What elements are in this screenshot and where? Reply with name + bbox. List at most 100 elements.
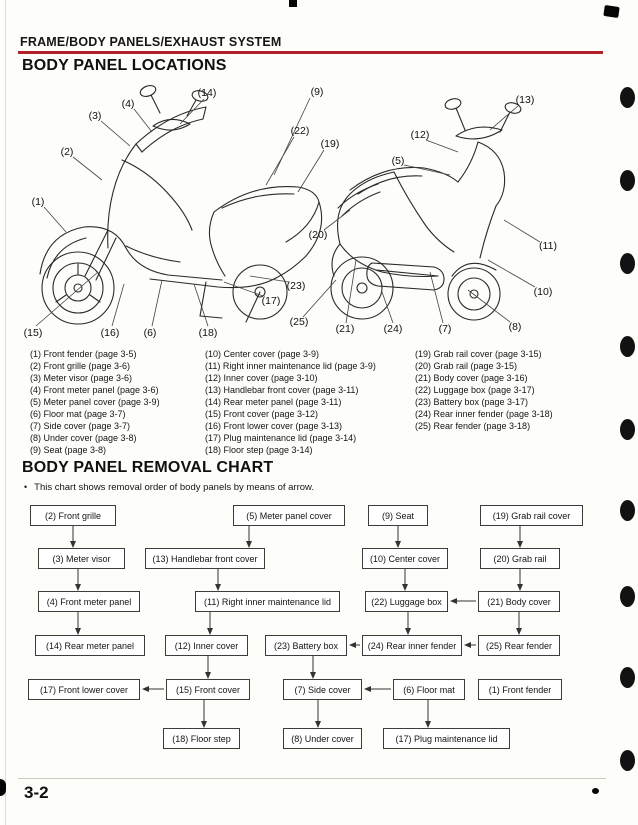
legend-column-2: (10) Center cover (page 3-9) (11) Right … (205, 348, 415, 456)
callout-25-label: (25) (290, 316, 309, 328)
flow-box-center-cover: (10) Center cover (362, 548, 448, 569)
legend-column-1: (1) Front fender (page 3-5) (2) Front gr… (30, 348, 205, 456)
flow-box-under-cover: (8) Under cover (283, 728, 362, 749)
legend-item: (17) Plug maintenance lid (page 3-14) (205, 433, 357, 443)
binder-hole (620, 667, 635, 688)
callout-2-label: (2) (61, 146, 74, 158)
chapter-header: FRAME/BODY PANELS/EXHAUST SYSTEM (20, 35, 282, 49)
legend-item: (6) Floor mat (page 3-7) (30, 409, 126, 419)
legend-item: (23) Battery box (page 3-17) (415, 397, 529, 407)
flow-box-handlebar-front-cover: (13) Handlebar front cover (145, 548, 265, 569)
header-accent-rule (18, 51, 603, 54)
callout-19-label: (19) (321, 138, 340, 150)
binder-hole (620, 586, 635, 607)
legend-item: (21) Body cover (page 3-16) (415, 373, 528, 383)
flow-box-front-cover: (15) Front cover (166, 679, 250, 700)
legend-column-3: (19) Grab rail cover (page 3-15) (20) Gr… (415, 348, 600, 456)
legend-item: (20) Grab rail (page 3-15) (415, 361, 518, 371)
callout-14-label: (14) (198, 87, 217, 99)
scan-artifact (289, 0, 297, 7)
callout-leader-lines (35, 97, 541, 327)
legend-item: (4) Front meter panel (page 3-6) (30, 385, 159, 395)
binder-hole (620, 170, 635, 191)
bullet-icon: • (24, 482, 28, 492)
binder-hole (620, 87, 635, 108)
callout-4-label: (4) (122, 98, 135, 110)
removal-flowchart: (2) Front grille (5) Meter panel cover (… (18, 495, 620, 770)
callout-9-label: (9) (311, 86, 324, 98)
chart-note: • This chart shows removal order of body … (24, 482, 314, 493)
binder-hole (620, 253, 635, 274)
callout-24-label: (24) (384, 323, 403, 335)
callout-20-label: (20) (309, 229, 328, 241)
footer-rule (18, 778, 606, 779)
scan-artifact (592, 788, 599, 794)
flow-box-side-cover: (7) Side cover (283, 679, 362, 700)
flow-box-rear-fender: (25) Rear fender (478, 635, 560, 656)
figure-callouts: (1) (2) (3) (4) (14) (9) (22) (19) (23) … (24, 86, 557, 339)
callout-10-label: (10) (534, 286, 553, 298)
legend-item: (18) Floor step (page 3-14) (205, 445, 313, 455)
chart-note-text: This chart shows removal order of body p… (34, 482, 315, 493)
callout-3-label: (3) (89, 110, 102, 122)
section-title-removal-chart: BODY PANEL REMOVAL CHART (22, 459, 274, 476)
binder-hole (620, 419, 635, 440)
binder-hole (620, 336, 635, 357)
callout-6-label: (6) (144, 327, 157, 339)
legend-item: (11) Right inner maintenance lid (page 3… (205, 361, 376, 371)
callout-22-label: (22) (291, 125, 310, 137)
figure-svg: (1) (2) (3) (4) (14) (9) (22) (19) (23) … (24, 85, 557, 339)
legend-item: (25) Rear fender (page 3-18) (415, 421, 531, 431)
flow-box-luggage-box: (22) Luggage box (365, 591, 448, 612)
callout-5-label: (5) (392, 155, 405, 167)
flow-box-meter-visor: (3) Meter visor (38, 548, 125, 569)
flow-box-front-lower-cover: (17) Front lower cover (28, 679, 140, 700)
legend-item: (9) Seat (page 3-8) (30, 445, 107, 455)
legend-item: (24) Rear inner fender (page 3-18) (415, 409, 553, 419)
callout-16-label: (16) (101, 327, 120, 339)
callout-11-label: (11) (539, 240, 557, 252)
callout-12-label: (12) (411, 129, 430, 141)
binder-hole (620, 750, 635, 771)
legend-item: (7) Side cover (page 3-7) (30, 421, 131, 431)
flow-box-inner-cover: (12) Inner cover (165, 635, 248, 656)
scan-edge-line (5, 0, 6, 825)
flow-box-front-meter-panel: (4) Front meter panel (38, 591, 140, 612)
scan-artifact (603, 5, 620, 18)
callout-15-label: (15) (24, 327, 43, 339)
scan-artifact (0, 779, 6, 796)
callout-8-label: (8) (509, 321, 522, 333)
flow-box-rear-inner-fender: (24) Rear inner fender (362, 635, 462, 656)
section-title-body-panel-locations: BODY PANEL LOCATIONS (22, 57, 227, 74)
callout-13-label: (13) (516, 94, 535, 106)
flowchart-arrows (70, 526, 523, 728)
callout-23-label: (23) (287, 280, 306, 292)
flow-box-seat: (9) Seat (368, 505, 428, 526)
flow-box-meter-panel-cover: (5) Meter panel cover (233, 505, 345, 526)
callout-7-label: (7) (439, 323, 452, 335)
flow-box-grab-rail-cover: (19) Grab rail cover (480, 505, 583, 526)
legend-item: (3) Meter visor (page 3-6) (30, 373, 133, 383)
page-number: 3-2 (24, 783, 49, 802)
flow-box-grab-rail: (20) Grab rail (480, 548, 560, 569)
callout-18-label: (18) (199, 327, 218, 339)
scooter-front-view-drawing (39, 85, 323, 325)
legend-item: (16) Front lower cover (page 3-13) (205, 421, 343, 431)
body-panel-location-figure: (1) (2) (3) (4) (14) (9) (22) (19) (23) … (10, 80, 626, 345)
legend-item: (2) Front grille (page 3-6) (30, 361, 131, 371)
flow-box-right-inner-maintenance-lid: (11) Right inner maintenance lid (195, 591, 340, 612)
callout-1-label: (1) (32, 196, 45, 208)
callout-21-label: (21) (336, 323, 355, 335)
legend-item: (22) Luggage box (page 3-17) (415, 385, 535, 395)
flow-box-floor-mat: (6) Floor mat (393, 679, 465, 700)
legend-item: (5) Meter panel cover (page 3-9) (30, 397, 160, 407)
panel-legend: (1) Front fender (page 3-5) (2) Front gr… (30, 348, 600, 456)
legend-item: (1) Front fender (page 3-5) (30, 349, 137, 359)
flow-box-body-cover: (21) Body cover (478, 591, 560, 612)
legend-item: (19) Grab rail cover (page 3-15) (415, 349, 542, 359)
legend-item: (12) Inner cover (page 3-10) (205, 373, 318, 383)
legend-item: (13) Handlebar front cover (page 3-11) (205, 385, 359, 395)
flow-box-plug-maintenance-lid: (17) Plug maintenance lid (383, 728, 510, 749)
callout-17-label: (17) (262, 295, 281, 307)
